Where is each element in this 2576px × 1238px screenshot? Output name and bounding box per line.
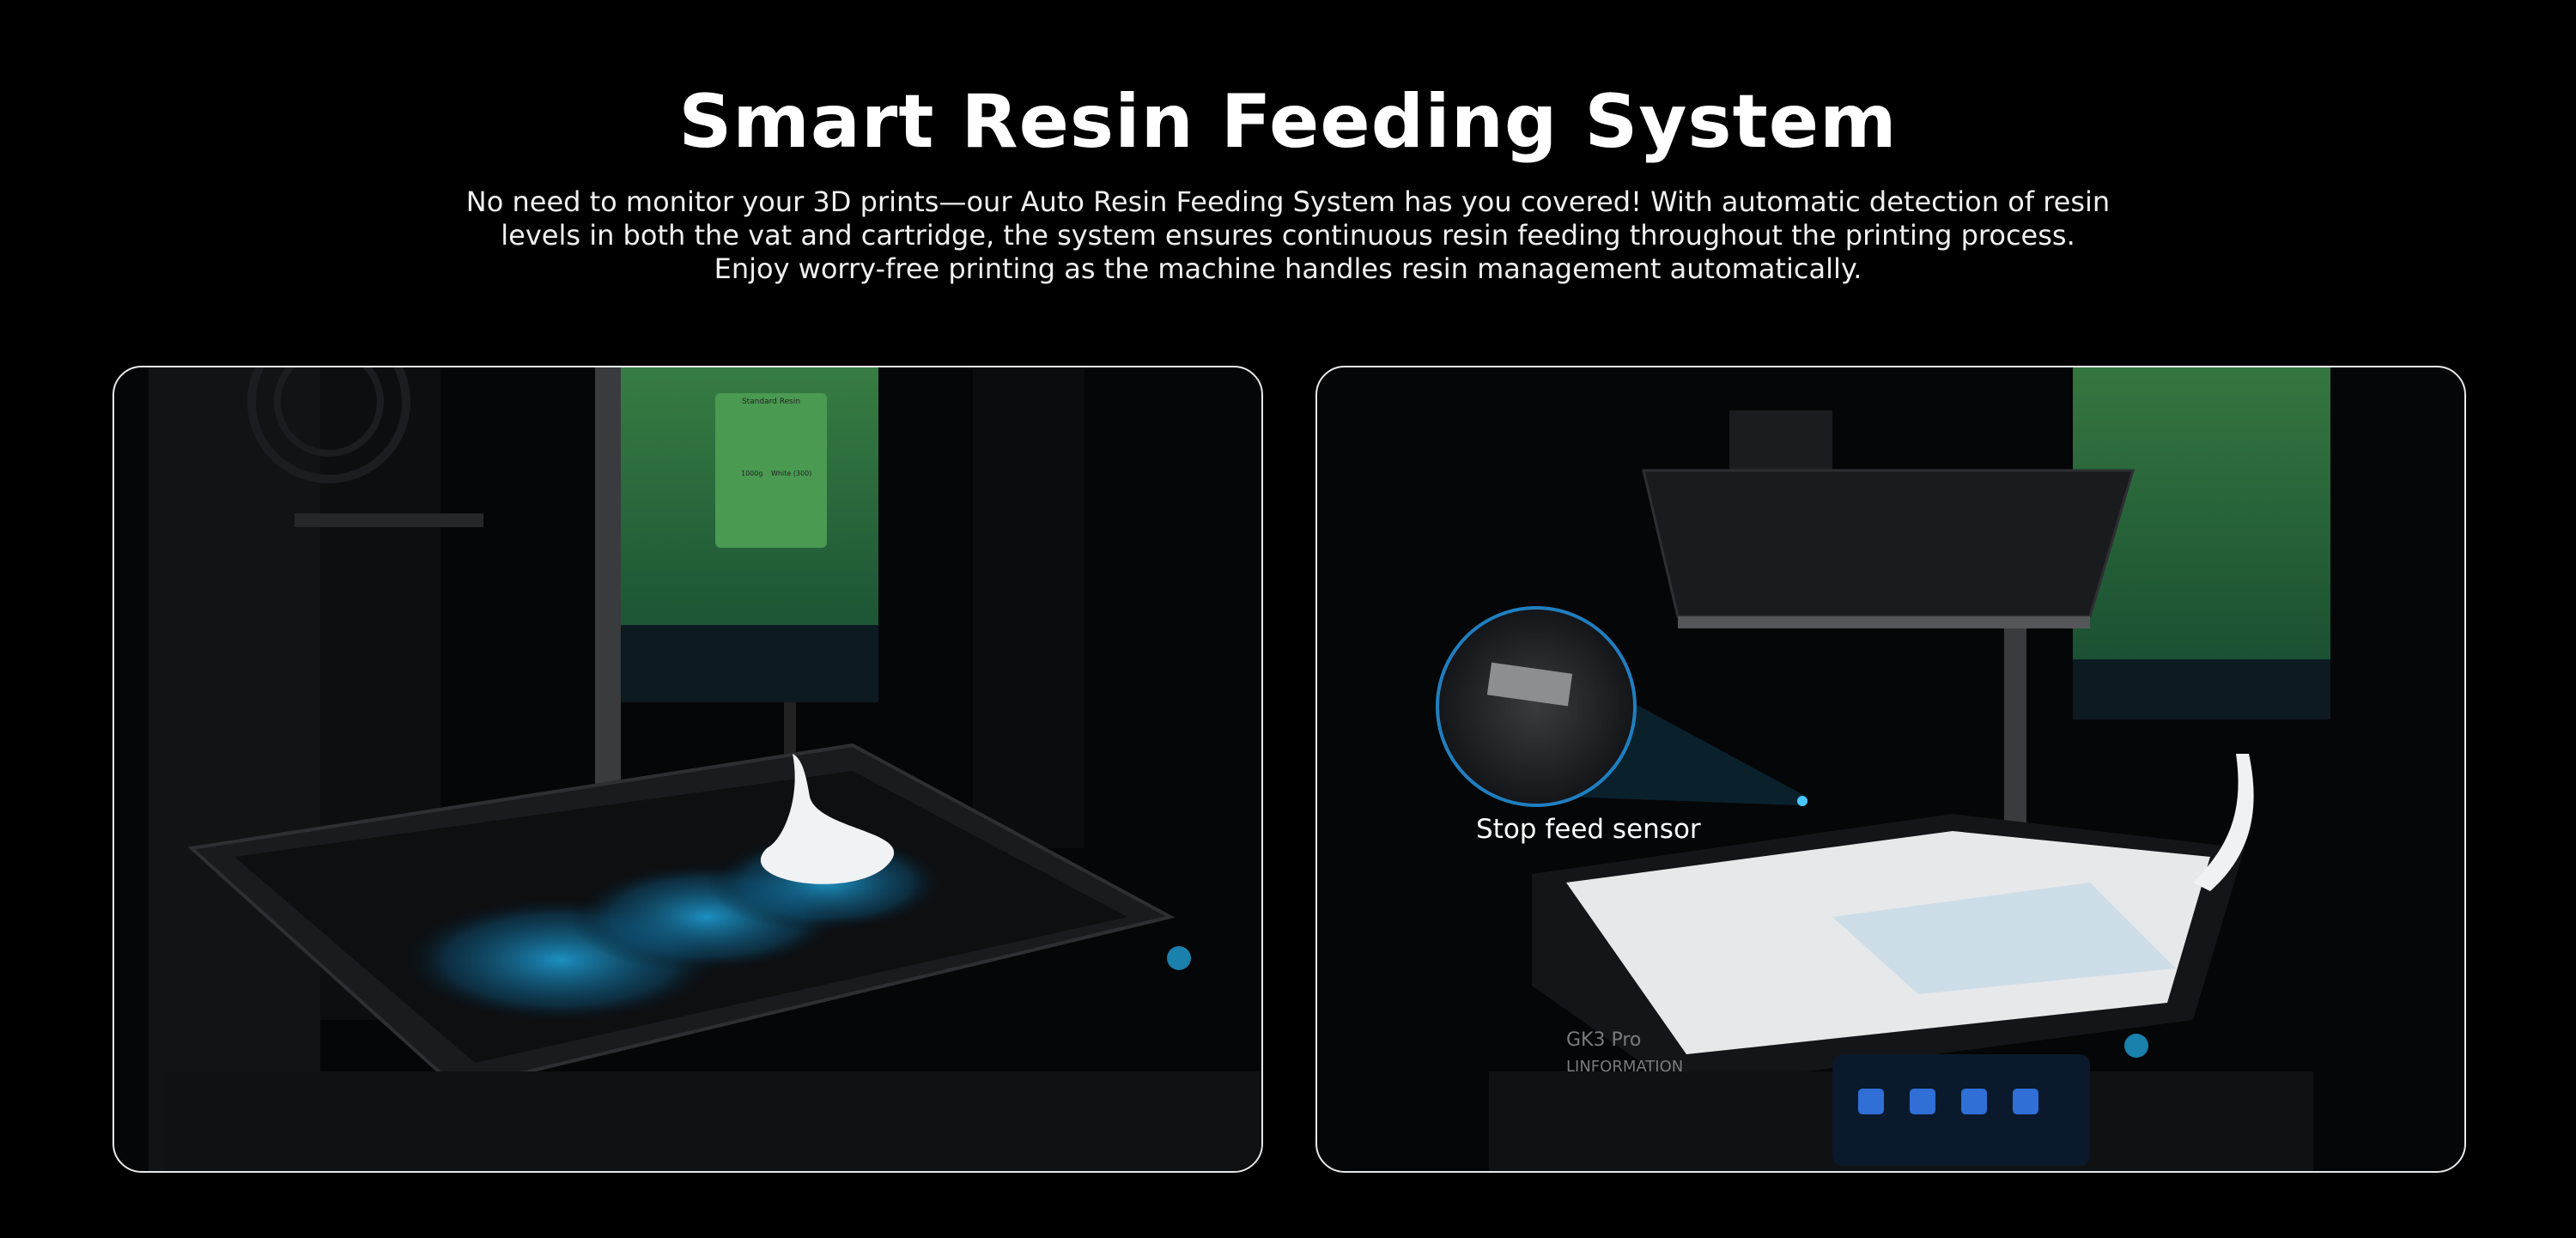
- cartridge-label: Standard Resin: [742, 397, 800, 406]
- printer-brand-label: LINFORMATION: [1566, 1058, 1683, 1076]
- description-line-1: No need to monitor your 3D prints—our Au…: [465, 185, 2111, 218]
- cartridge-weight: 1000g: [741, 470, 762, 477]
- printer-vat-illustration: Standard Resin 1000g White (300): [149, 367, 1261, 1171]
- page-title: Smart Resin Feeding System: [678, 79, 1898, 165]
- resin-feeding-image-panel: Standard Resin 1000g White (300): [112, 366, 1263, 1173]
- printer-sensor-illustration: GK3 Pro LINFORMATION: [1436, 367, 2330, 1171]
- cartridge-color: White (300): [771, 470, 811, 477]
- description-line-3: Enjoy worry-free printing as the machine…: [714, 252, 1862, 285]
- stop-feed-sensor-image-panel: GK3 Pro LINFORMATION Stop feed sensor: [1315, 366, 2466, 1173]
- description-line-2: levels in both the vat and cartridge, th…: [501, 219, 2075, 252]
- page-description: No need to monitor your 3D prints—our Au…: [447, 185, 2129, 286]
- printer-model-label: GK3 Pro: [1566, 1029, 1641, 1051]
- stop-feed-sensor-label: Stop feed sensor: [1476, 814, 1701, 845]
- sensor-magnifier: [1436, 606, 1637, 807]
